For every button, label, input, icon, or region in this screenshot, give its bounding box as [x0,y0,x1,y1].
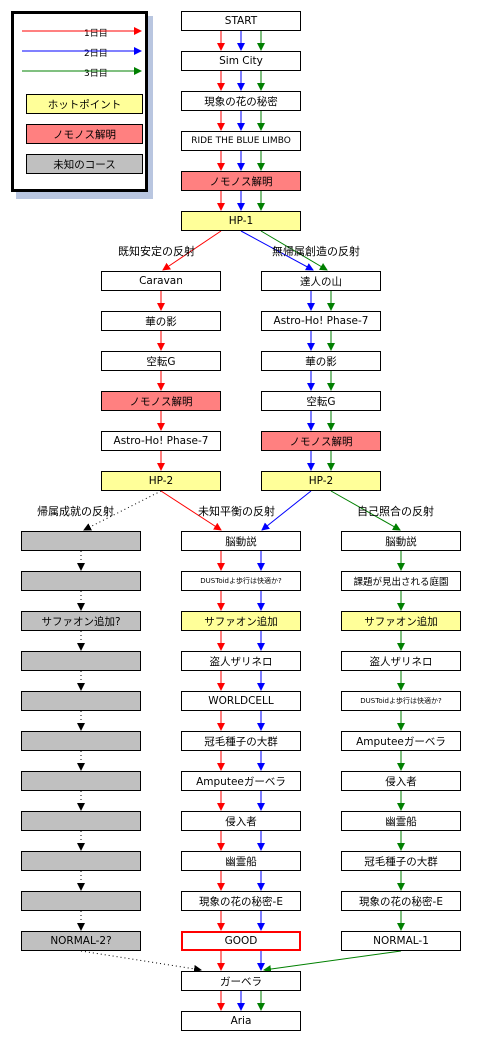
node-middle-yuureisen: 幽霊船 [181,851,301,871]
legend-day1-label: 1日目 [84,29,108,39]
node-nomonos-1: ノモノス解明 [181,171,301,191]
node-nomonos-right: ノモノス解明 [261,431,381,451]
branch-label-jiko: 自己照合の反射 [357,505,434,518]
branch-label-kichi: 既知安定の反射 [118,245,195,258]
node-unknown-8 [21,811,141,831]
node-hana-kage-left: 華の影 [101,311,221,331]
node-tatsujin: 達人の山 [261,271,381,291]
node-unknown-5 [21,691,141,711]
node-start: START [181,11,301,31]
node-right-shinnyuusha: 侵入者 [341,771,461,791]
node-right-safaon: サファオン追加 [341,611,461,631]
node-sim-city: Sim City [181,51,301,71]
node-caravan: Caravan [101,271,221,291]
node-astro-left: Astro-Ho! Phase-7 [101,431,221,451]
node-right-yuureisen: 幽霊船 [341,811,461,831]
legend-unknown-course: 未知のコース [26,154,143,174]
node-genshou-himitsu: 現象の花の秘密 [181,91,301,111]
node-hp-2-right: HP-2 [261,471,381,491]
node-ride-the-blue-limbo: RIDE THE BLUE LIMBO [181,131,301,151]
node-middle-safaon: サファオン追加 [181,611,301,631]
node-normal-1: NORMAL-1 [341,931,461,951]
branch-label-muki: 無帰属創造の反射 [272,245,360,258]
node-middle-noudousetsu: 脳動説 [181,531,301,551]
node-middle-shinnyuusha: 侵入者 [181,811,301,831]
node-middle-zarinero: 盗人ザリネロ [181,651,301,671]
node-good-ending: GOOD [181,931,301,951]
node-right-amputee: Amputeeガーベラ [341,731,461,751]
node-kuuten-left: 空転G [101,351,221,371]
node-middle-genshou-e: 現象の花の秘密-E [181,891,301,911]
node-unknown-4 [21,651,141,671]
legend: 1日目 2日目 3日目 ホットポイント ノモノス解明 未知のコース [11,11,148,192]
main-column-arrows [217,31,265,211]
branch-label-michi: 未知平衡の反射 [198,505,275,518]
legend-hotpoint: ホットポイント [26,94,143,114]
legend-day2-label: 2日目 [84,49,108,59]
node-aria: Aria [181,1011,301,1031]
node-middle-worldcell: WORLDCELL [181,691,301,711]
node-hana-kage-right: 華の影 [261,351,381,371]
node-unknown-3: サファオン追加? [21,611,141,631]
node-hp-2-left: HP-2 [101,471,221,491]
node-unknown-7 [21,771,141,791]
node-astro-right: Astro-Ho! Phase-7 [261,311,381,331]
node-kuuten-right: 空転G [261,391,381,411]
node-unknown-9 [21,851,141,871]
node-nomonos-left: ノモノス解明 [101,391,221,411]
legend-key-event: ノモノス解明 [26,124,143,144]
node-right-zarinero: 盗人ザリネロ [341,651,461,671]
node-middle-kanmou: 冠毛種子の大群 [181,731,301,751]
right-branch-arrows [307,291,335,471]
node-right-dustoid: DUSToidよ歩行は快適か? [341,691,461,711]
node-hp-1: HP-1 [181,211,301,231]
node-middle-dustoid: DUSToidよ歩行は快適か? [181,571,301,591]
node-unknown-10 [21,891,141,911]
legend-day3-label: 3日目 [84,69,108,79]
node-unknown-6 [21,731,141,751]
node-unknown-2 [21,571,141,591]
middle-column-arrows [217,551,265,931]
node-right-genshou-e: 現象の花の秘密-E [341,891,461,911]
node-right-kanmou: 冠毛種子の大群 [341,851,461,871]
branch-label-kizoku: 帰属成就の反射 [37,505,114,518]
node-unknown-1 [21,531,141,551]
node-gerbera: ガーベラ [181,971,301,991]
node-right-noudousetsu: 脳動説 [341,531,461,551]
node-right-kadai-teien: 課題が見出される庭園 [341,571,461,591]
node-middle-amputee: Amputeeガーベラ [181,771,301,791]
node-normal-2: NORMAL-2? [21,931,141,951]
